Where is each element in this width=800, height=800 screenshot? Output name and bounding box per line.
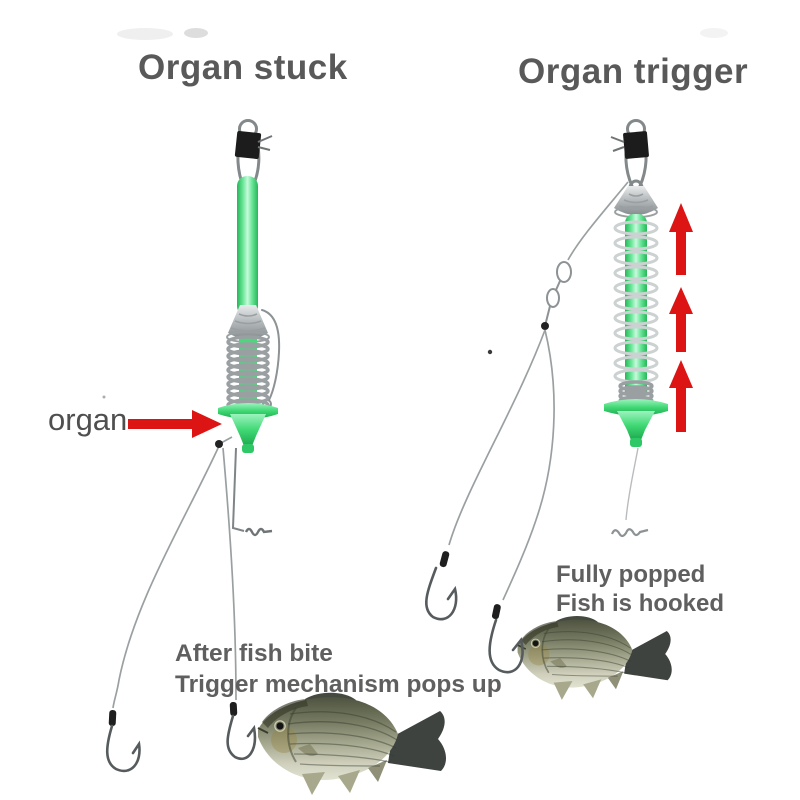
organ-label: organ xyxy=(48,402,128,437)
spring-trigger-device-compressed xyxy=(215,119,281,537)
left-title: Organ stuck xyxy=(138,48,348,87)
spring-trigger-device-extended xyxy=(604,119,668,538)
trigger-direction-arrows xyxy=(669,203,693,432)
left-caption-line-1: After fish bite xyxy=(175,640,333,667)
fish-graphic xyxy=(257,691,448,796)
right-fish-line xyxy=(502,329,555,601)
right-caption-line-2: Fish is hooked xyxy=(556,590,725,617)
left-caption: After fish bite Trigger mechanism pops u… xyxy=(175,638,502,700)
left-drop-line xyxy=(112,445,220,709)
right-caption-line-1: Fully popped xyxy=(556,561,706,588)
organ-funnel-graphic xyxy=(218,403,278,453)
right-hook-line xyxy=(448,329,546,546)
right-rig xyxy=(425,119,693,701)
fish-graphic xyxy=(516,615,673,701)
right-title: Organ trigger xyxy=(518,52,749,91)
organ-funnel-graphic xyxy=(604,399,668,447)
fish-hook-graphic xyxy=(425,551,458,621)
up-arrow-icon xyxy=(669,287,693,352)
fish-hook-graphic xyxy=(488,604,524,674)
left-caption-line-2: Trigger mechanism pops up xyxy=(175,671,502,698)
left-rig xyxy=(105,119,448,796)
barrel-swivel-graphic xyxy=(541,261,572,330)
organ-pointer-arrow-icon xyxy=(128,410,222,438)
background-smudges xyxy=(102,28,728,399)
up-arrow-icon xyxy=(669,203,693,275)
left-fish-line xyxy=(222,447,237,701)
fish-hook-graphic xyxy=(226,701,257,760)
right-caption: Fully popped Fish is hooked xyxy=(556,560,724,618)
right-dropper-line xyxy=(567,181,629,261)
up-arrow-icon xyxy=(669,360,693,432)
snap-swivel-graphic xyxy=(610,119,649,197)
fish-hook-graphic xyxy=(105,710,141,773)
